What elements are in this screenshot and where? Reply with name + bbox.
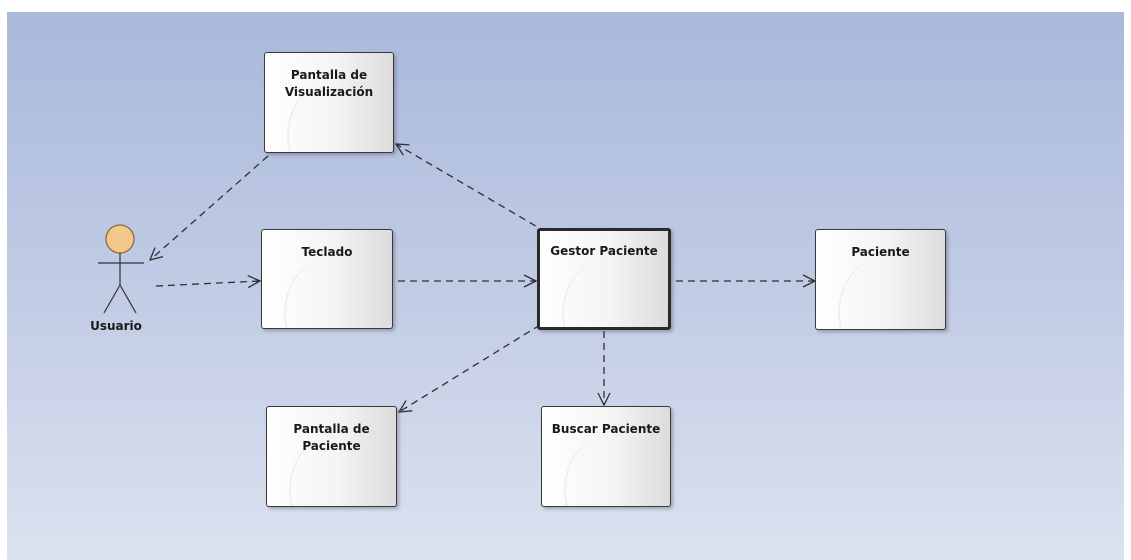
edge-gestor-pantalla-paciente[interactable] <box>399 324 541 412</box>
node-shading <box>284 258 376 328</box>
actor-head <box>105 224 135 254</box>
node-label: Pantalla de Visualización <box>284 68 374 99</box>
node-buscar-paciente[interactable]: Buscar Paciente <box>541 406 671 507</box>
actor-left-leg <box>103 284 121 314</box>
node-shading <box>838 258 930 329</box>
node-label: Teclado <box>301 245 353 259</box>
usuario-actor-label: Usuario <box>90 319 142 333</box>
node-pantalla-visualizacion[interactable]: Pantalla de Visualización <box>264 52 394 153</box>
node-label: Gestor Paciente <box>550 244 658 258</box>
usuario-actor[interactable] <box>98 224 144 314</box>
edge-pantalla-visualizacion-usuario[interactable] <box>150 155 269 260</box>
edge-gestor-pantalla-visualizacion[interactable] <box>396 144 547 233</box>
node-label: Buscar Paciente <box>551 422 661 436</box>
node-shading <box>564 435 656 506</box>
node-pantalla-paciente[interactable]: Pantalla de Paciente <box>266 406 397 507</box>
node-teclado[interactable]: Teclado <box>261 229 393 329</box>
actor-right-leg <box>119 284 137 314</box>
node-shading <box>562 259 654 327</box>
node-label: Paciente <box>851 245 910 259</box>
edge-usuario-teclado[interactable] <box>155 281 260 286</box>
node-gestor-paciente[interactable]: Gestor Paciente <box>537 228 671 330</box>
node-label: Pantalla de Paciente <box>293 422 370 453</box>
node-paciente[interactable]: Paciente <box>815 229 946 330</box>
